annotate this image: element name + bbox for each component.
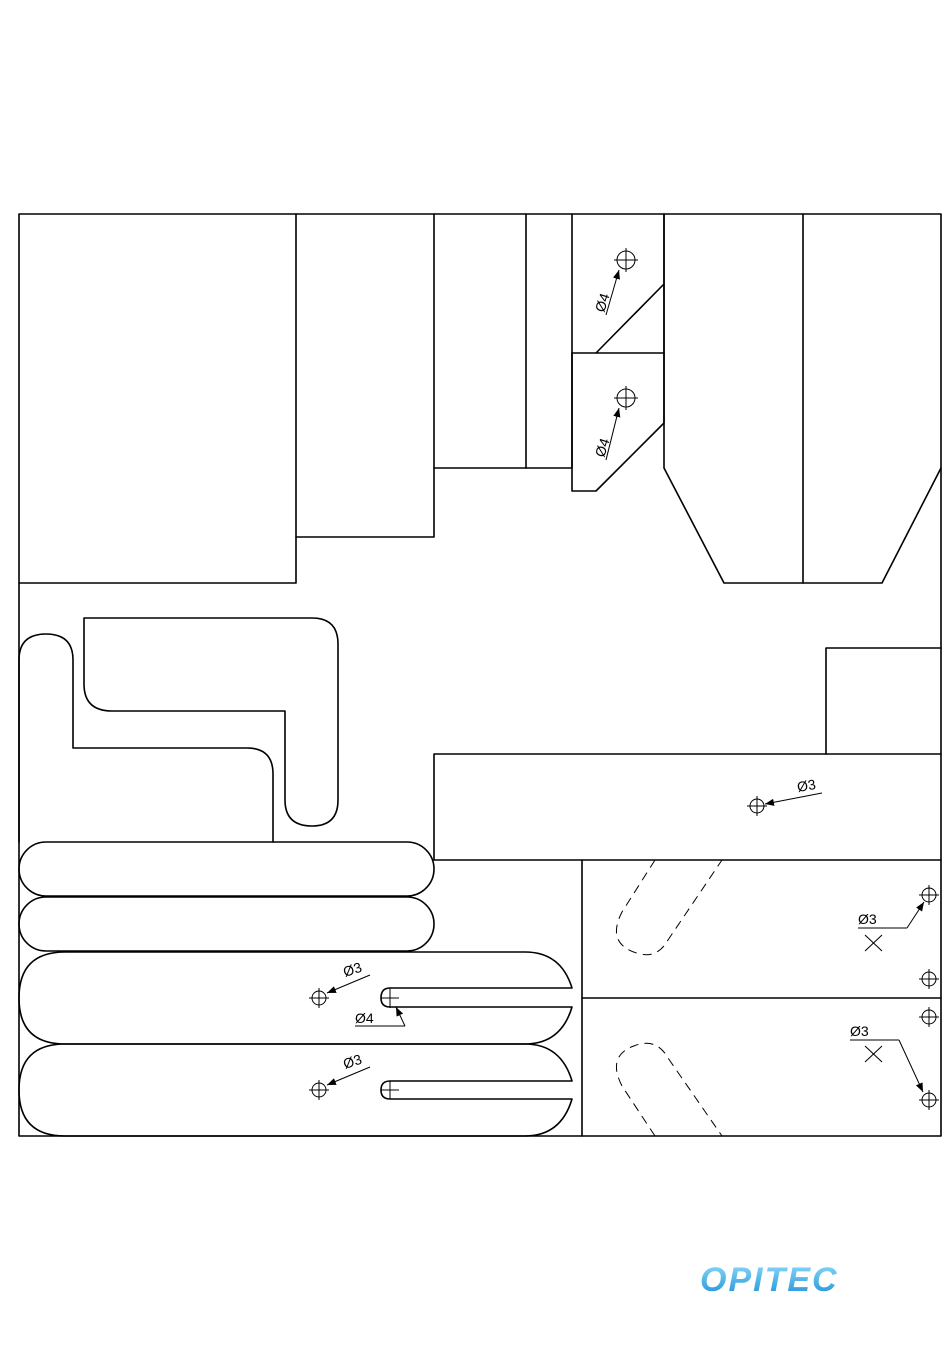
part-small-block (826, 648, 941, 754)
part-l-shape-outer (19, 634, 273, 842)
part-l-shape-inner (84, 618, 338, 826)
hole-right-1-label: Ø3 (858, 911, 877, 927)
part-large-panel (19, 214, 296, 583)
opitec-logo: OPITEC (700, 1261, 839, 1299)
part-taper-left (664, 214, 803, 583)
hole-top-1-label: Ø4 (592, 291, 613, 314)
hole-fork-1-label: Ø3 (341, 959, 364, 980)
dashed-slot-upper (616, 860, 722, 955)
hole-fork-2-label: Ø3 (341, 1051, 364, 1072)
hole-right-2: Ø3 (850, 1023, 939, 1110)
part-fork-1 (19, 952, 572, 1044)
hole-bar: Ø3 (747, 776, 822, 816)
hole-bar-label: Ø3 (796, 776, 817, 795)
hole-right-2a (919, 1007, 939, 1027)
part-panel-2 (296, 214, 434, 537)
hole-top-1: Ø4 (592, 248, 638, 315)
dashed-slot-lower (616, 1043, 722, 1136)
part-panel-3 (434, 214, 526, 468)
part-strip-rounded-1 (19, 842, 434, 896)
hole-fork-1-slot-label: Ø4 (355, 1010, 374, 1026)
part-fork-2 (19, 1044, 572, 1136)
part-support-upper (572, 214, 664, 353)
hole-top-2: Ø4 (592, 386, 638, 460)
part-strip-rounded-2 (19, 897, 434, 951)
hole-right-2-label: Ø3 (850, 1023, 869, 1039)
hole-fork-1: Ø3 (309, 959, 370, 1008)
hole-right-1: Ø3 (858, 885, 939, 951)
part-strip (526, 214, 572, 468)
hole-right-1b (919, 969, 939, 989)
part-long-bar (434, 754, 941, 860)
part-support-lower (572, 353, 664, 491)
hole-fork-2: Ø3 (309, 1051, 399, 1100)
part-taper-right (803, 468, 941, 583)
hole-top-2-label: Ø4 (592, 436, 613, 459)
